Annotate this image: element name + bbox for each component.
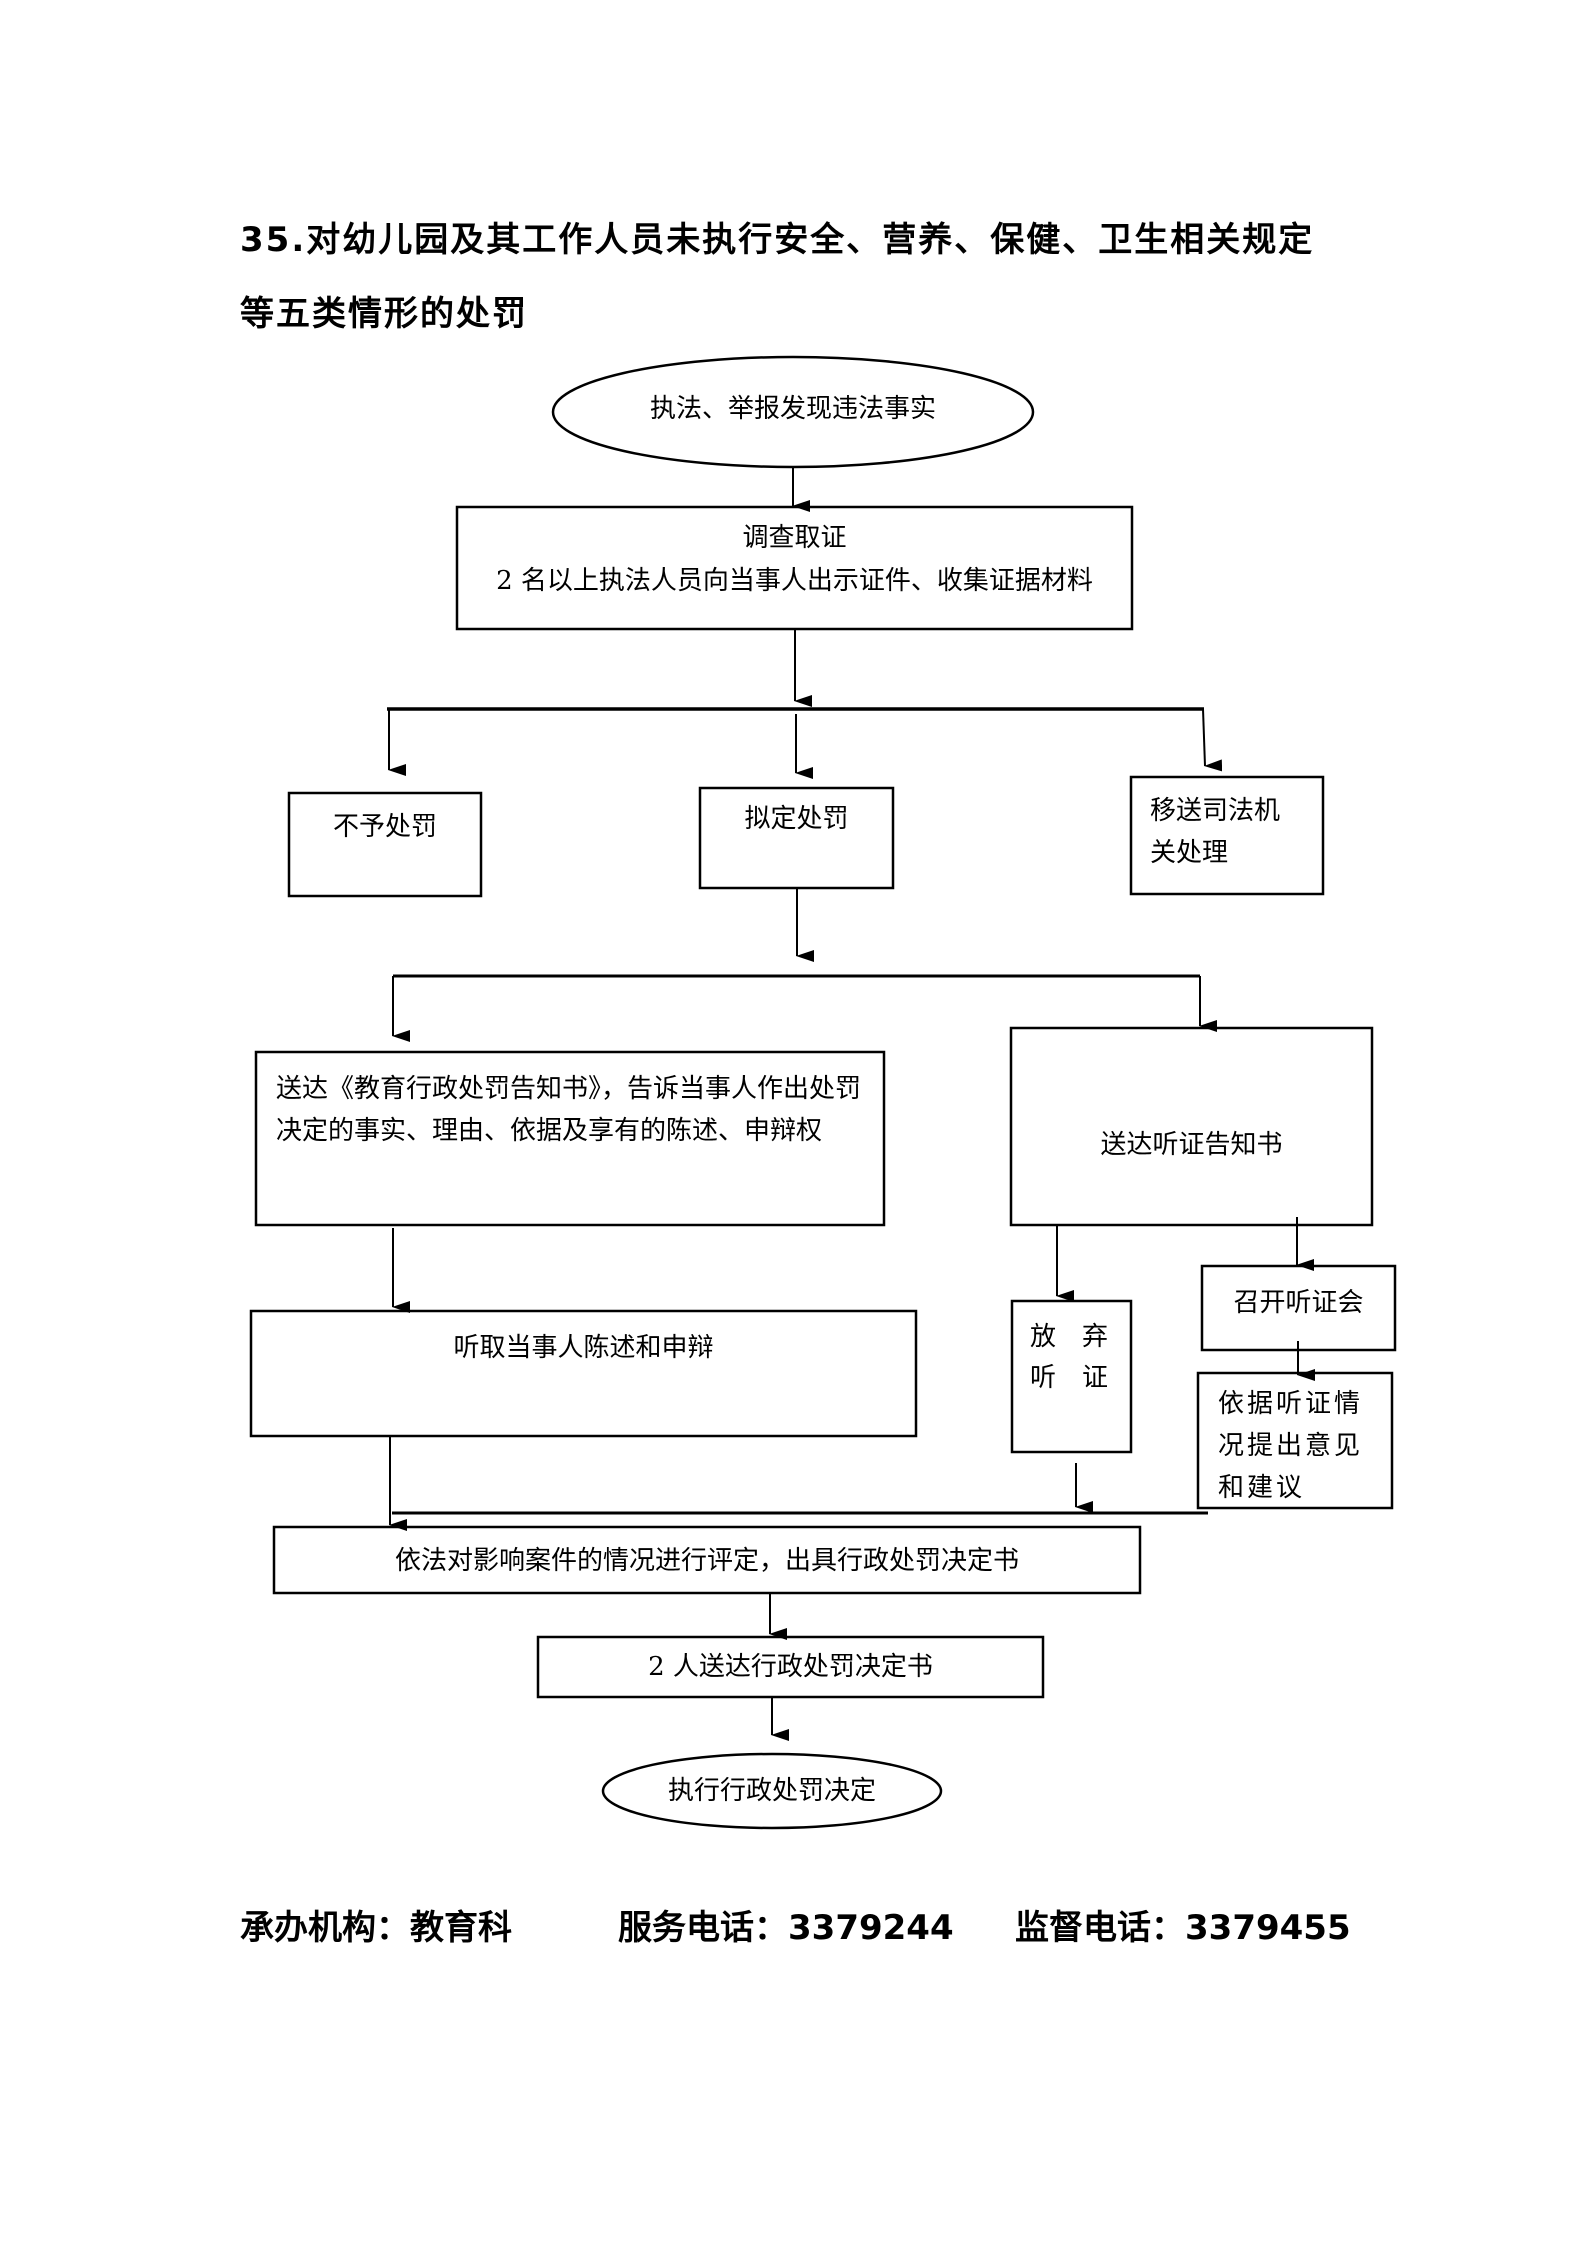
decision-box	[272, 1525, 1142, 1595]
arrow-to-transfer-judicial	[1202, 708, 1223, 772]
footer-organization: 承办机构：教育科	[240, 1900, 512, 1949]
footer-supervision-phone: 监督电话：3379455	[1015, 1900, 1351, 1949]
supervision-phone-label: 监督电话：	[1015, 1908, 1185, 1948]
end-node	[601, 1752, 943, 1830]
investigate-title: 调查取证	[742, 523, 847, 553]
org-value: 教育科	[410, 1908, 512, 1948]
notify-penalty-box	[254, 1050, 886, 1227]
hear-statement-label: 听取当事人陈述和申辩	[453, 1333, 714, 1363]
supervision-phone-value: 3379455	[1185, 1908, 1351, 1948]
decision-label: 依法对影响案件的情况进行评定，出具行政处罚决定书	[394, 1546, 1019, 1576]
hearing-opinion-box	[1196, 1371, 1394, 1510]
transfer-judicial-box	[1129, 775, 1325, 896]
waive-hearing-label-line-1: 放 弃	[1030, 1322, 1109, 1352]
footer-service-phone: 服务电话：3379244	[618, 1900, 954, 1949]
end-node-label: 执行行政处罚决定	[667, 1776, 876, 1806]
transfer-judicial-label: 移送司法机关处理	[1150, 796, 1281, 868]
notify-hearing-label: 送达听证告知书	[1100, 1130, 1283, 1160]
notify-hearing-box	[1009, 1026, 1374, 1227]
hear-statement-box	[249, 1309, 918, 1438]
service-phone-label: 服务电话：	[618, 1908, 788, 1948]
no-penalty-label: 不予处罚	[332, 812, 437, 842]
start-node-label: 执法、举报发现违法事实	[649, 394, 936, 424]
investigate-detail: 2 名以上执法人员向当事人出示证件、收集证据材料	[496, 566, 1093, 596]
notify-penalty-label: 送达《教育行政处罚告知书》，告诉当事人作出处罚决定的事实、理由、依据及享有的陈述…	[276, 1074, 862, 1146]
deliver-box	[536, 1635, 1045, 1699]
deliver-label: 2 人送达行政处罚决定书	[648, 1652, 933, 1682]
document-title-line-2: 等五类情形的处罚	[240, 294, 528, 334]
no-penalty-box	[287, 791, 483, 898]
hold-hearing-label: 召开听证会	[1233, 1288, 1364, 1318]
hearing-opinion-label: 依据听证情况提出意见和建议	[1218, 1389, 1364, 1503]
propose-penalty-label: 拟定处罚	[744, 804, 849, 834]
org-label: 承办机构：	[240, 1908, 410, 1948]
service-phone-value: 3379244	[788, 1908, 954, 1948]
document-title-line-1: 35.对幼儿园及其工作人员未执行安全、营养、保健、卫生相关规定	[240, 220, 1315, 260]
waive-hearing-label-line-2: 听 证	[1030, 1363, 1109, 1393]
